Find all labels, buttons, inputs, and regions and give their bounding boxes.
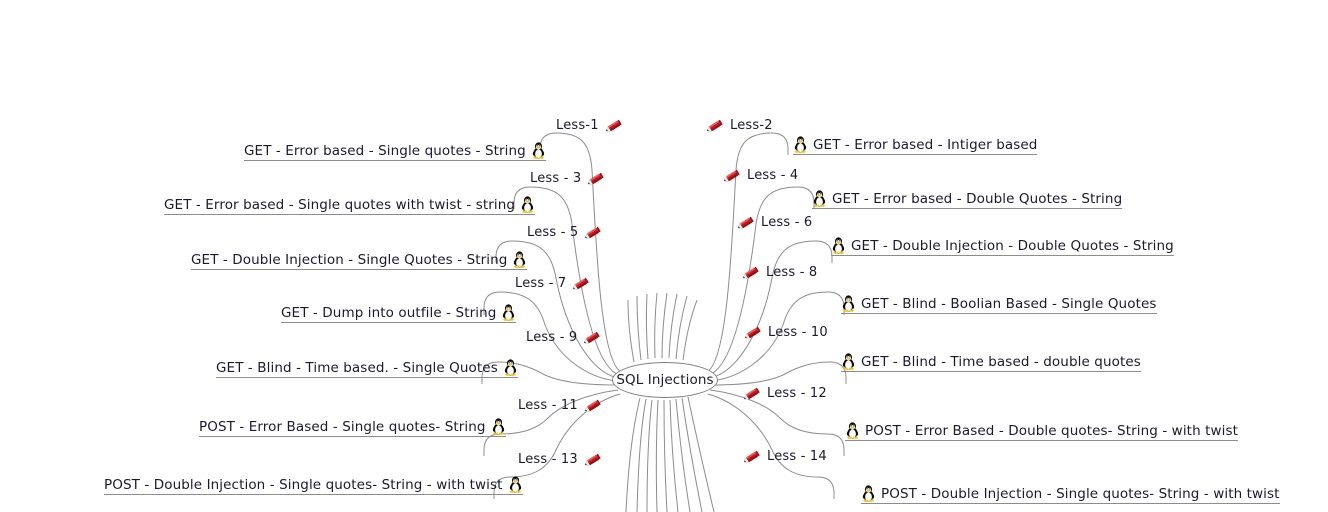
- leaf-text: GET - Error based - Intiger based: [813, 137, 1038, 153]
- leaf-text: GET - Blind - Time based. - Single Quote…: [216, 360, 498, 376]
- leaf-label-less-3[interactable]: GET - Error based - Single quotes with t…: [164, 196, 536, 215]
- pencil-icon: [742, 449, 762, 465]
- pencil-icon: [582, 330, 602, 346]
- pencil-icon: [583, 398, 603, 414]
- pencil-icon: [705, 118, 725, 134]
- leaf-text: POST - Error Based - Single quotes- Stri…: [199, 419, 486, 435]
- tux-linux-icon: [531, 142, 546, 159]
- pencil-icon: [583, 225, 603, 241]
- branch-text: Less - 14: [767, 449, 827, 464]
- leaf-text: GET - Error based - Double Quotes - Stri…: [832, 191, 1123, 207]
- branch-text: Less - 12: [767, 386, 827, 401]
- leaf-label-less-13[interactable]: POST - Double Injection - Single quotes-…: [104, 476, 523, 495]
- branch-text: Less - 11: [518, 398, 578, 413]
- branch-text: Less - 4: [747, 168, 799, 183]
- pencil-icon: [742, 386, 762, 402]
- branch-text: Less - 8: [766, 265, 818, 280]
- branch-text: Less-2: [730, 118, 773, 133]
- branch-text: Less - 10: [768, 325, 828, 340]
- tux-linux-icon: [845, 422, 860, 439]
- branch-text: Less - 9: [526, 330, 578, 345]
- leaf-text: POST - Double Injection - Single quotes-…: [104, 477, 503, 493]
- branch-label-less-6[interactable]: Less - 6: [736, 215, 812, 231]
- leaf-label-less-1[interactable]: GET - Error based - Single quotes - Stri…: [244, 142, 546, 161]
- branch-text: Less - 6: [761, 215, 813, 230]
- leaf-label-less-8[interactable]: GET - Blind - Boolian Based - Single Quo…: [841, 295, 1157, 314]
- leaf-label-less-10[interactable]: GET - Blind - Time based - double quotes: [841, 353, 1141, 372]
- tux-linux-icon: [861, 485, 876, 502]
- leaf-text: GET - Double Injection - Double Quotes -…: [851, 238, 1174, 254]
- leaf-label-less-14[interactable]: POST - Double Injection - Single quotes-…: [861, 485, 1280, 504]
- leaf-text: POST - Error Based - Double quotes- Stri…: [865, 423, 1239, 439]
- branch-label-less-4[interactable]: Less - 4: [722, 168, 798, 184]
- branch-label-less-10[interactable]: Less - 10: [743, 325, 828, 341]
- pencil-icon: [736, 215, 756, 231]
- branch-label-less-1[interactable]: Less-1: [556, 118, 624, 134]
- leaf-text: POST - Double Injection - Single quotes-…: [881, 486, 1280, 502]
- tux-linux-icon: [841, 353, 856, 370]
- tux-linux-icon: [512, 251, 527, 268]
- leaf-label-less-9[interactable]: GET - Blind - Time based. - Single Quote…: [216, 359, 518, 378]
- branch-text: Less - 5: [527, 225, 579, 240]
- branch-label-less-2[interactable]: Less-2: [705, 118, 773, 134]
- pencil-icon: [743, 325, 763, 341]
- leaf-text: GET - Blind - Boolian Based - Single Quo…: [861, 296, 1157, 312]
- branch-label-less-9[interactable]: Less - 9: [526, 330, 602, 346]
- leaf-text: GET - Error based - Single quotes - Stri…: [244, 143, 526, 159]
- pencil-icon: [586, 171, 606, 187]
- branch-label-less-14[interactable]: Less - 14: [742, 449, 827, 465]
- branch-text: Less - 7: [515, 276, 567, 291]
- leaf-label-less-7[interactable]: GET - Dump into outfile - String: [281, 304, 517, 323]
- pencil-icon: [604, 118, 624, 134]
- tux-linux-icon: [491, 418, 506, 435]
- branch-label-less-3[interactable]: Less - 3: [530, 171, 606, 187]
- leaf-label-less-5[interactable]: GET - Double Injection - Single Quotes -…: [191, 251, 528, 270]
- leaf-text: GET - Error based - Single quotes with t…: [164, 197, 516, 213]
- leaf-label-less-2[interactable]: GET - Error based - Intiger based: [793, 136, 1038, 155]
- pencil-icon: [571, 276, 591, 292]
- tux-linux-icon: [812, 190, 827, 207]
- pencil-icon: [722, 168, 742, 184]
- branch-text: Less-1: [556, 118, 599, 133]
- branch-label-less-12[interactable]: Less - 12: [742, 386, 827, 402]
- central-node-label: SQL Injections: [616, 372, 714, 388]
- branch-label-less-7[interactable]: Less - 7: [515, 276, 591, 292]
- branch-text: Less - 13: [518, 452, 578, 467]
- tux-linux-icon: [520, 196, 535, 213]
- pencil-icon: [583, 452, 603, 468]
- leaf-text: GET - Double Injection - Single Quotes -…: [191, 252, 508, 268]
- tux-linux-icon: [841, 295, 856, 312]
- branch-label-less-8[interactable]: Less - 8: [741, 265, 817, 281]
- leaf-label-less-12[interactable]: POST - Error Based - Double quotes- Stri…: [845, 422, 1239, 441]
- leaf-text: GET - Blind - Time based - double quotes: [861, 354, 1141, 370]
- tux-linux-icon: [503, 359, 518, 376]
- leaf-label-less-4[interactable]: GET - Error based - Double Quotes - Stri…: [812, 190, 1123, 209]
- branch-text: Less - 3: [530, 171, 582, 186]
- leaf-label-less-6[interactable]: GET - Double Injection - Double Quotes -…: [831, 237, 1174, 256]
- branch-label-less-5[interactable]: Less - 5: [527, 225, 603, 241]
- tux-linux-icon: [831, 237, 846, 254]
- branch-label-less-13[interactable]: Less - 13: [518, 452, 603, 468]
- branch-label-less-11[interactable]: Less - 11: [518, 398, 603, 414]
- tux-linux-icon: [508, 476, 523, 493]
- central-node[interactable]: SQL Injections: [612, 362, 718, 398]
- tux-linux-icon: [501, 304, 516, 321]
- pencil-icon: [741, 265, 761, 281]
- tux-linux-icon: [793, 136, 808, 153]
- leaf-label-less-11[interactable]: POST - Error Based - Single quotes- Stri…: [199, 418, 506, 437]
- leaf-text: GET - Dump into outfile - String: [281, 305, 497, 321]
